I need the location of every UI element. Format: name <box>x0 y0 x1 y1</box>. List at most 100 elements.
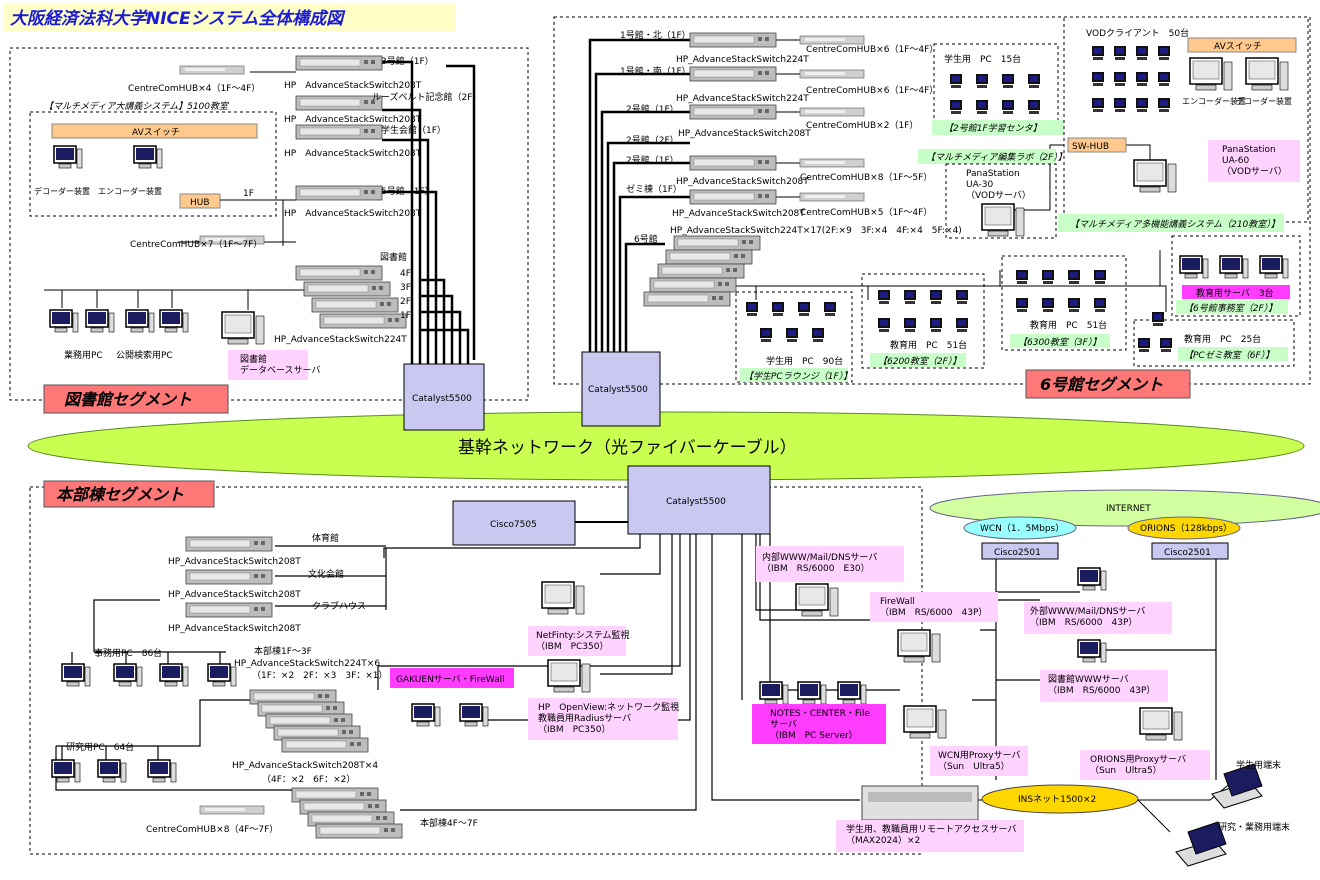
b6-n7: 6号館 <box>634 233 658 245</box>
netfinity-box <box>528 626 626 656</box>
lib-floor3: 3F <box>400 283 411 293</box>
b6-room210: 【マルチメディア多機能講義システム（210教室）】 <box>1070 219 1280 230</box>
lib-sw1: HP AdvanceStackSwitch208T <box>284 81 422 91</box>
staff-terminal-icon <box>1175 821 1227 867</box>
b6-av-switch-label: AVスイッチ <box>1214 41 1262 52</box>
remote-access-device <box>861 785 979 821</box>
main-sw1-label: 体育館 <box>312 532 339 544</box>
main-wcn: WCN（1．5Mbps） <box>980 523 1064 534</box>
main-office-pc: 事務用PC 86台 <box>94 647 162 659</box>
lib-floor-1f: 1F <box>243 189 254 199</box>
lib-catalyst-box <box>403 363 485 431</box>
b6-vod-client: VODクライアント 50台 <box>1086 27 1189 39</box>
lib-encoder: エンコーダー装置 <box>98 186 162 196</box>
inner-www-box <box>756 546 904 582</box>
main-cisco2501b: Cisco2501 <box>1164 548 1211 558</box>
lib-catalyst: Catalyst5500 <box>412 394 472 404</box>
b6-pc51a: 教育用 PC 51台 <box>890 339 967 351</box>
room6200-label-box <box>870 353 966 367</box>
main-catalyst-box <box>627 465 771 535</box>
b6-lounge: 【学生PCラウンジ（1F）】 <box>744 371 852 382</box>
lib-office-pc: 業務用PC <box>64 349 103 361</box>
bldg6-segment-label-box <box>1025 369 1191 399</box>
b6-n1-hub: CentreComHUB×6（1F～4F） <box>806 44 938 55</box>
main-stack1: HP_AdvanceStackSwitch224T×6 <box>234 659 380 669</box>
main-sw2: HP_AdvanceStackSwitch208T <box>168 590 301 600</box>
lib-hub-label: HUB <box>190 198 210 208</box>
room6200-box <box>861 273 985 369</box>
b6-n2: 1号館・南（1F） <box>620 65 691 77</box>
main-openview: HP OpenView:ネットワーク監視教職員用Radiusサーバ（IBM PC… <box>538 701 679 735</box>
b6-n3-hub: CentreComHUB×2（1F） <box>806 120 918 131</box>
main-orions-proxy: ORIONS用Proxyサーバ（Sun Ultra5） <box>1090 754 1186 776</box>
bldg6-segment-box <box>553 16 1311 385</box>
b6-n3-sw: HP_AdvanceStackSwitch208T <box>678 129 811 139</box>
b6-encoder: エンコーダー装置 <box>1182 96 1246 106</box>
room6200-pcs <box>878 290 968 332</box>
b6-n3: 2号館（1F） <box>626 103 679 115</box>
lib-www-box <box>1040 670 1168 702</box>
ins-ellipse <box>981 784 1139 814</box>
lib-av-switch-label: AVスイッチ <box>132 127 180 138</box>
cisco7505-box <box>452 500 576 546</box>
main-sw3: HP_AdvanceStackSwitch208T <box>168 624 301 634</box>
b6-pc25: 教育用 PC 25台 <box>1184 333 1261 345</box>
b6-sw-hub <box>1067 137 1127 153</box>
b6-edu-server: 教育用サーバ 3台 <box>1196 287 1274 299</box>
title-background <box>4 3 456 31</box>
main-cisco2501a: Cisco2501 <box>994 548 1041 558</box>
room2-pcs <box>950 74 1040 114</box>
b6-pana60-box <box>1208 140 1300 182</box>
lounge-pcs <box>746 302 836 342</box>
lib-db-server: 図書館データベースサーバ <box>240 353 320 376</box>
b6-n5: 2号館（1F） <box>626 154 679 166</box>
b6-n6-hub: CentreComHUB×5（1F～4F） <box>800 207 932 218</box>
lib-sw2: HP AdvanceStackSwitch208T <box>284 115 422 125</box>
lib-sw4: HP AdvanceStackSwitch208T <box>284 209 422 219</box>
orions-proxy-box <box>1080 750 1210 780</box>
main-remote: 学生用、教職員用リモートアクセスサーバ（MAX2024）×2 <box>846 823 1016 846</box>
cisco7505: Cisco7505 <box>490 520 537 530</box>
lib-sw2-label: ルーズベルト記念館（2F） <box>372 91 481 103</box>
b6-n2-sw: HP_AdvanceStackSwitch224T <box>676 94 809 104</box>
lib-decoder: デコーダー装置 <box>34 186 90 196</box>
b6-pcsemi: 【PCゼミ教室（6F）】 <box>1184 350 1274 361</box>
b6-n5-hub: CentreComHUB×8（1F～5F） <box>800 172 932 183</box>
backbone-label: 基幹ネットワーク（光ファイバーケーブル） <box>458 437 797 458</box>
b6-av-switch <box>1187 37 1297 53</box>
room6300-label-box <box>1010 334 1110 348</box>
cisco2501a-box <box>981 542 1059 560</box>
pcsemi-label-box <box>1178 347 1288 361</box>
main-internet: INTERNET <box>1106 504 1151 514</box>
b6-n1-sw: HP_AdvanceStackSwitch224T <box>676 55 809 65</box>
b6-n6-sw: HP_AdvanceStackSwitch208T <box>672 209 805 219</box>
lib-sw3: HP AdvanceStackSwitch208T <box>284 149 422 159</box>
orions-link <box>1127 516 1241 540</box>
vod-clients <box>1092 46 1170 112</box>
main-stack2: HP_AdvanceStackSwitch208T×4 <box>232 761 378 771</box>
diagram-title: 大阪経済法科大学NICEシステム全体構成図 <box>10 9 346 29</box>
gakuen-box <box>390 668 514 688</box>
lib-hub-top: CentreComHUB×4（1F～4F） <box>128 83 260 94</box>
student-terminal-icon <box>1211 763 1263 809</box>
library-segment-label: 図書館セグメント <box>64 390 192 409</box>
lib-floor4: 4F <box>400 269 411 279</box>
remote-box <box>836 820 1024 852</box>
b6-decoder: デコーダー装置 <box>1236 96 1292 106</box>
lib-db-server-box <box>228 350 308 380</box>
b6-room6300: 【6300教室（3F）】 <box>1018 337 1101 348</box>
b6-n6: ゼミ棟（1F） <box>626 183 682 195</box>
mm-room-box <box>29 111 277 217</box>
lib-sw3-label: 学生会館（1F） <box>381 124 446 136</box>
lib-title: 図書館 <box>380 251 407 263</box>
b6-pc90: 学生用 PC 90台 <box>766 355 843 367</box>
mm-lab-box <box>945 163 1057 239</box>
lounge-label-box <box>740 368 848 382</box>
main-gakuen: GAKUENサーバ・FireWall <box>396 674 505 685</box>
main-research-pc: 研究用PC 64台 <box>66 741 134 753</box>
main-catalyst: Catalyst5500 <box>666 497 726 507</box>
library-segment-label-box <box>43 384 229 414</box>
b6-n1: 1号館・北（1F） <box>620 29 691 41</box>
mm-lab-label-box <box>918 149 1056 164</box>
